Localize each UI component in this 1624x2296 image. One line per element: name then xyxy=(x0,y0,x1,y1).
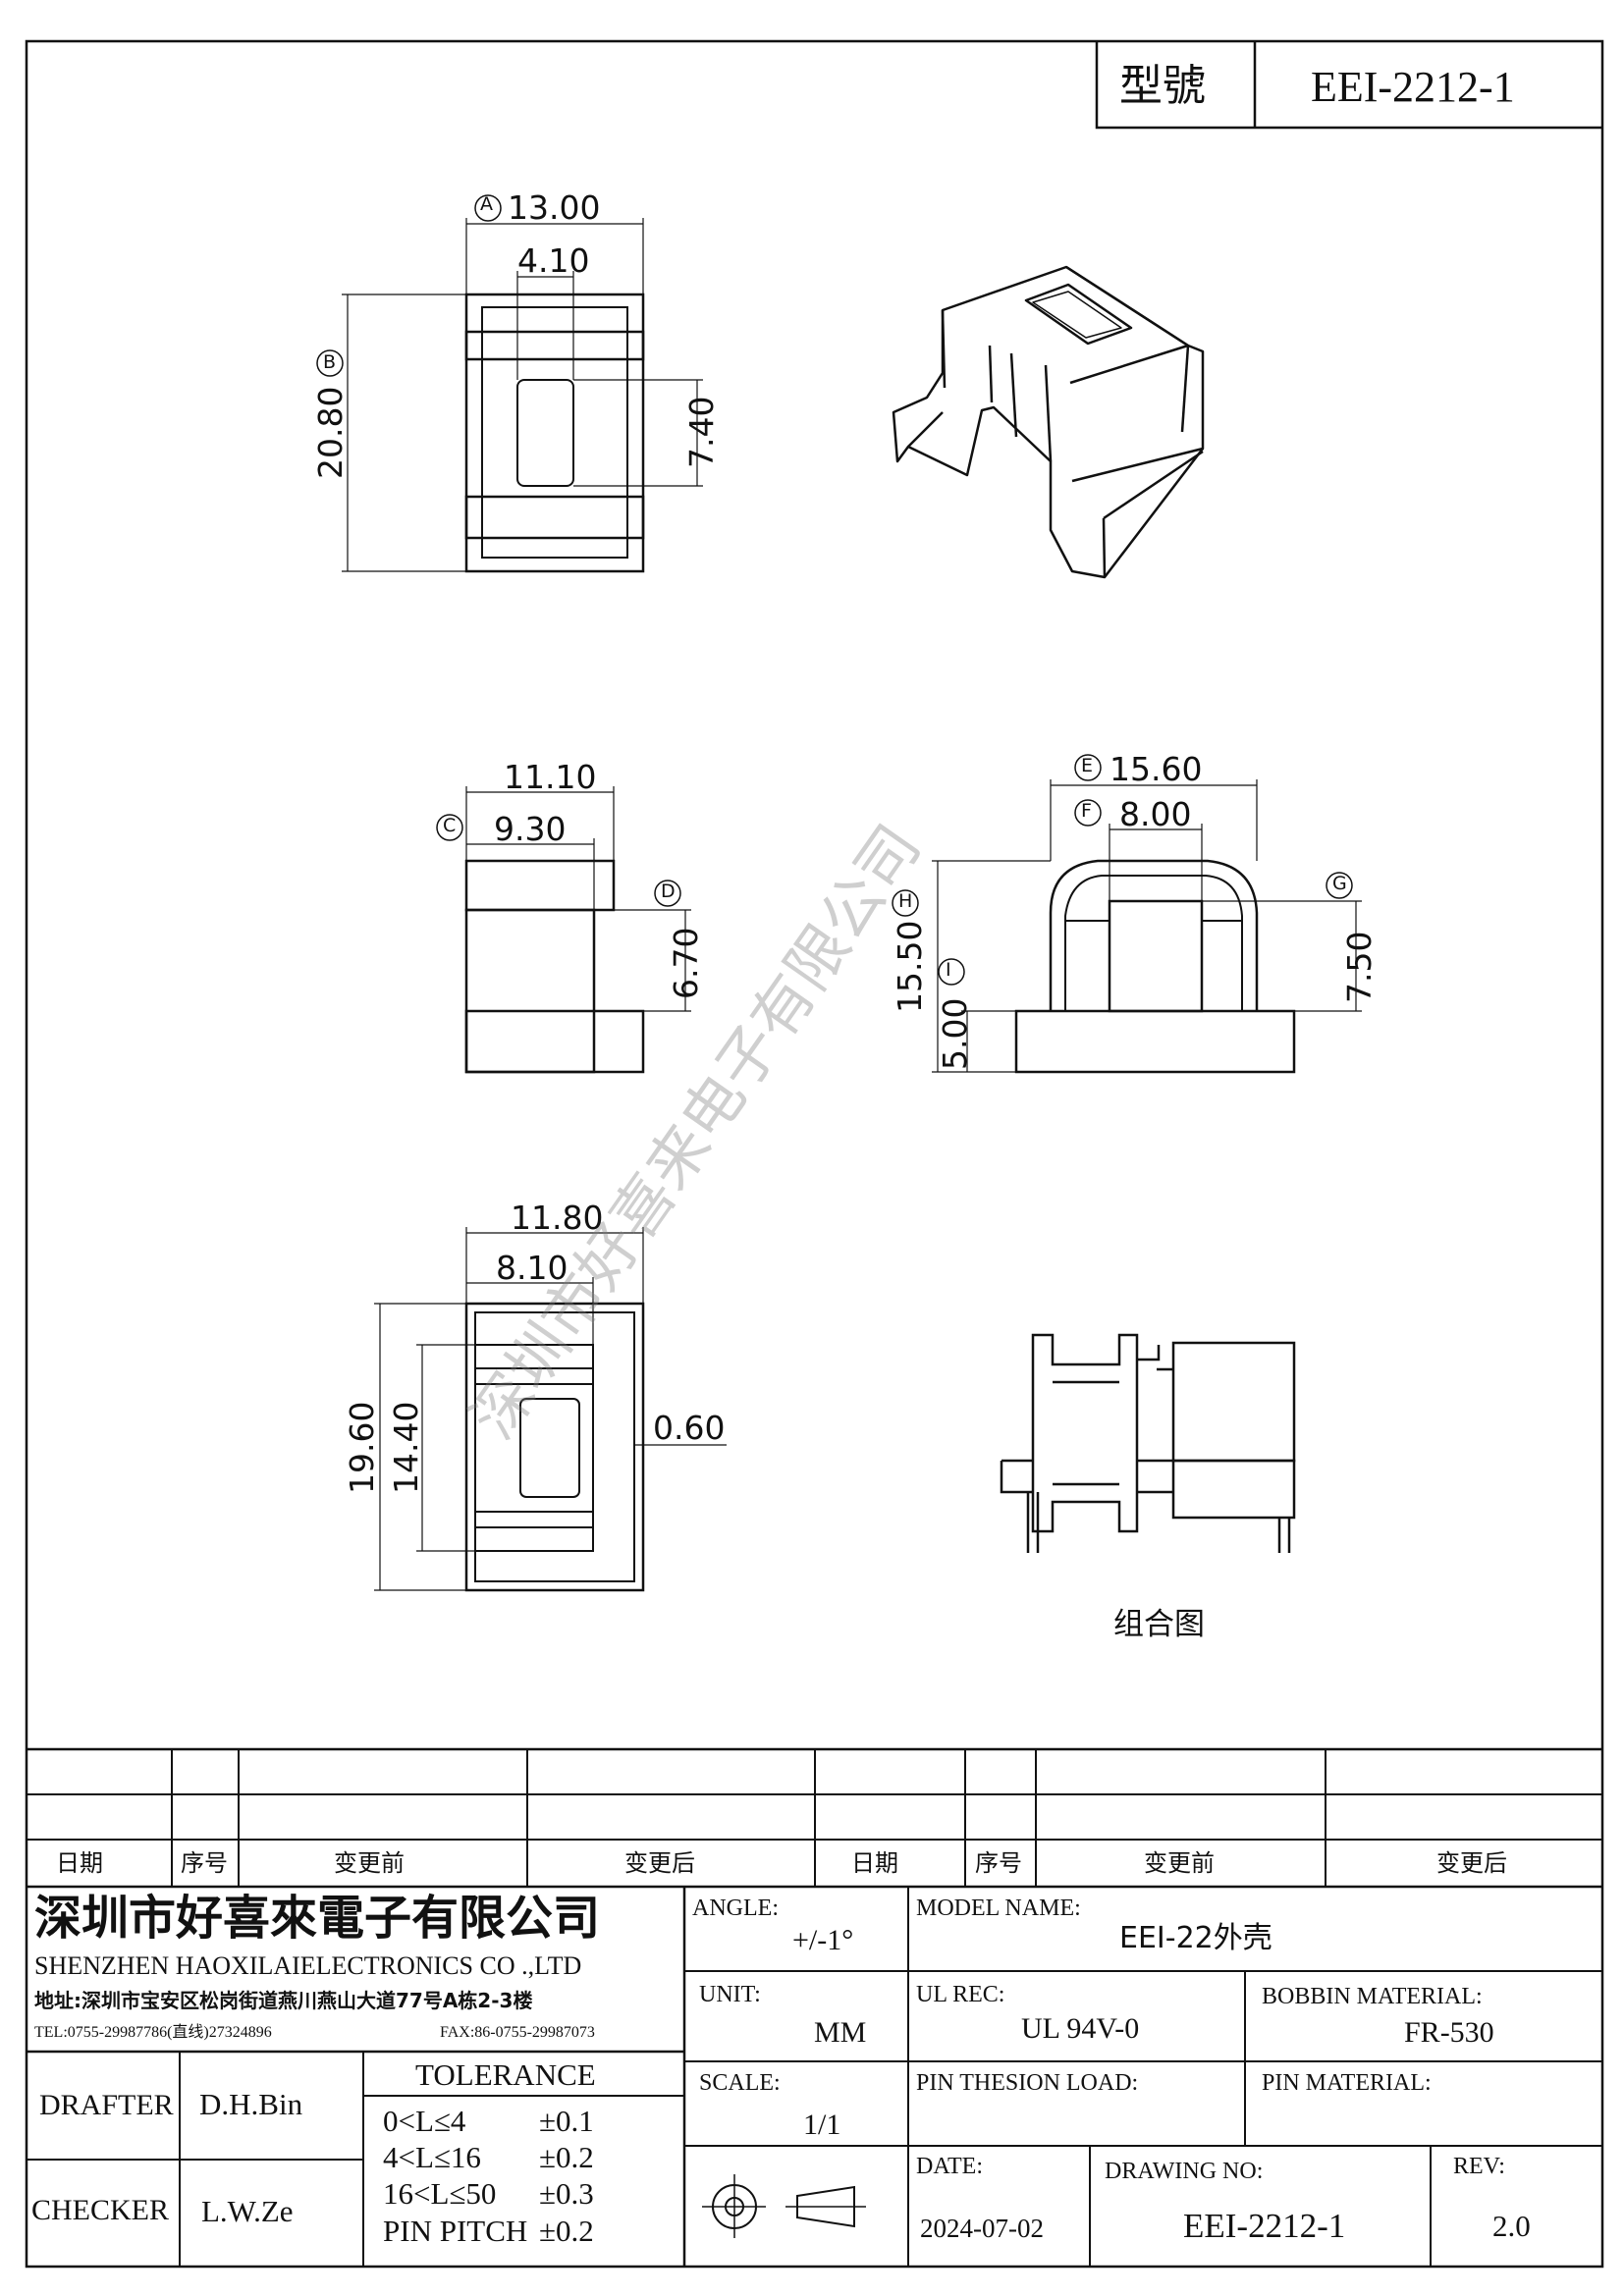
tolerance-value-1: ±0.1 xyxy=(539,2104,594,2138)
drawing-no-label: DRAWING NO: xyxy=(1105,2159,1264,2184)
dim-bottom-height: 19.60 xyxy=(343,1401,381,1494)
dim-c-tag: C xyxy=(443,815,457,836)
model-name-value: EEI-22外壳 xyxy=(1119,1921,1272,1955)
checker-value: L.W.Ze xyxy=(201,2194,294,2228)
rev-header-seq-1: 序号 xyxy=(181,1849,228,1877)
tolerance-value-2: ±0.2 xyxy=(539,2140,594,2174)
ul-rec-label: UL REC: xyxy=(916,1982,1005,2007)
dim-h-tag: H xyxy=(898,890,913,912)
dim-inner-width: 4.10 xyxy=(517,241,590,280)
tolerance-value-3: ±0.3 xyxy=(539,2176,594,2211)
dim-b-tag: B xyxy=(323,351,337,373)
dim-d: 6.70 xyxy=(667,927,705,999)
model-label: 型號 xyxy=(1119,61,1206,111)
rev-header-date-2: 日期 xyxy=(851,1849,898,1877)
dim-f: 8.00 xyxy=(1119,795,1192,833)
assembly-label: 组合图 xyxy=(1113,1607,1205,1642)
dim-e-tag: E xyxy=(1081,755,1094,776)
dim-b: 20.80 xyxy=(311,386,350,479)
dim-g-tag: G xyxy=(1332,873,1347,894)
date-label: DATE: xyxy=(916,2154,983,2179)
dim-thickness: 0.60 xyxy=(653,1409,726,1447)
drafter-label: DRAFTER xyxy=(39,2089,174,2121)
company-name-cn: 深圳市好喜來電子有限公司 xyxy=(34,1891,601,1946)
tolerance-range-1: 0<L≤4 xyxy=(383,2104,466,2138)
rev-header-before-2: 变更前 xyxy=(1144,1849,1215,1877)
scale-value: 1/1 xyxy=(803,2109,841,2141)
drafter-value: D.H.Bin xyxy=(199,2087,303,2121)
dim-slot-height: 7.40 xyxy=(682,396,721,468)
scale-label: SCALE: xyxy=(699,2070,781,2096)
model-number: EEI-2212-1 xyxy=(1311,63,1515,111)
date-value: 2024-07-02 xyxy=(920,2214,1044,2243)
dim-bottom-width: 11.80 xyxy=(511,1199,604,1237)
bobbin-material-label: BOBBIN MATERIAL: xyxy=(1262,1984,1483,2009)
tolerance-range-2: 4<L≤16 xyxy=(383,2140,481,2174)
title-block-grid xyxy=(27,1747,1602,2267)
rev-header-date-1: 日期 xyxy=(56,1849,103,1877)
top-view xyxy=(316,194,703,573)
rev-header-before-1: 变更前 xyxy=(334,1849,405,1877)
rev-value: 2.0 xyxy=(1492,2209,1531,2243)
unit-value: MM xyxy=(814,2016,867,2049)
dim-side-width: 11.10 xyxy=(504,758,597,796)
tolerance-value-4: ±0.2 xyxy=(539,2214,594,2248)
dim-a: 13.00 xyxy=(508,188,601,227)
dim-f-tag: F xyxy=(1081,800,1092,822)
pin-tension-load-label: PIN THESION LOAD: xyxy=(916,2070,1139,2096)
dim-c: 9.30 xyxy=(494,810,567,848)
front-view xyxy=(892,754,1362,1074)
ul-rec-value: UL 94V-0 xyxy=(1021,2012,1140,2045)
model-name-label: MODEL NAME: xyxy=(916,1896,1081,1921)
checker-label: CHECKER xyxy=(31,2194,170,2226)
rev-header-after-1: 变更后 xyxy=(624,1849,695,1877)
dim-a-tag: A xyxy=(480,193,493,215)
rev-header-seq-2: 序号 xyxy=(975,1849,1022,1877)
tolerance-range-4: PIN PITCH xyxy=(383,2214,528,2248)
bobbin-material-value: FR-530 xyxy=(1404,2016,1494,2049)
tolerance-range-3: 16<L≤50 xyxy=(383,2176,497,2211)
company-fax: FAX:86-0755-29987073 xyxy=(440,2024,595,2041)
dim-i: 5.00 xyxy=(936,997,974,1070)
angle-label: ANGLE: xyxy=(692,1896,779,1921)
dim-i-tag: I xyxy=(946,959,951,981)
pin-material-label: PIN MATERIAL: xyxy=(1262,2070,1432,2096)
drawing-no-value: EEI-2212-1 xyxy=(1183,2207,1346,2245)
isometric-view xyxy=(892,265,1205,579)
rev-label: REV: xyxy=(1453,2154,1505,2179)
angle-value: +/-1° xyxy=(792,1924,854,1956)
dim-bottom-inner: 8.10 xyxy=(496,1249,568,1287)
dim-e: 15.60 xyxy=(1110,750,1203,788)
rev-header-after-2: 变更后 xyxy=(1436,1849,1507,1877)
dim-d-tag: D xyxy=(661,881,676,902)
company-tel: TEL:0755-29987786(直线)27324896 xyxy=(34,2024,272,2041)
unit-label: UNIT: xyxy=(699,1982,761,2007)
tolerance-title: TOLERANCE xyxy=(415,2057,596,2092)
assembly-view xyxy=(1000,1333,1296,1553)
dim-g: 7.50 xyxy=(1340,931,1379,1003)
bottom-view xyxy=(374,1227,727,1592)
dim-h: 15.50 xyxy=(891,920,929,1013)
company-name-en: SHENZHEN HAOXILAIELECTRONICS CO .,LTD xyxy=(34,1951,582,1980)
company-address: 地址:深圳市宝安区松岗街道燕川燕山大道77号A栋2-3楼 xyxy=(34,1989,533,2012)
dim-bottom-inner-height: 14.40 xyxy=(387,1401,425,1494)
side-view xyxy=(436,786,691,1074)
